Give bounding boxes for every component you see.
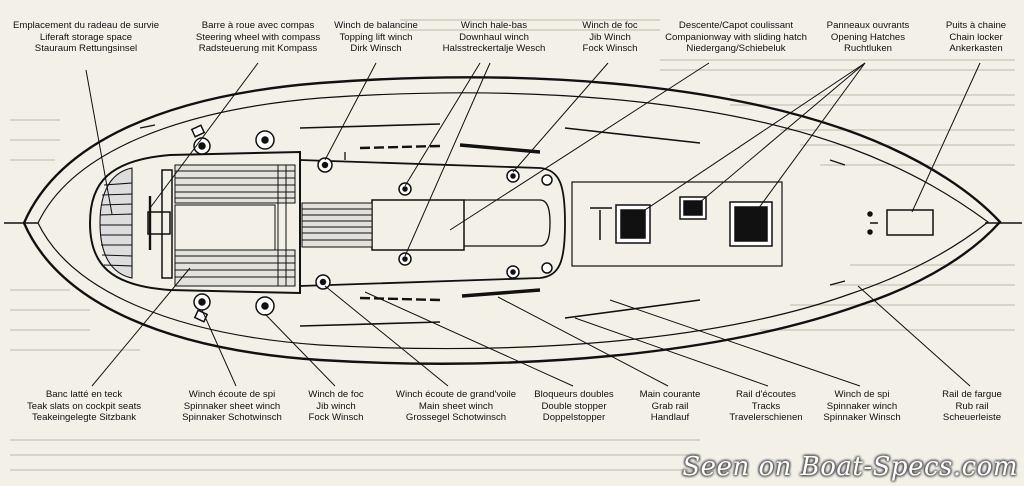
- label-text-de: Stauraum Rettungsinsel: [34, 43, 138, 54]
- label-jib-winch-top: Winch de foc Jib Winch Fock Winsch: [582, 20, 637, 55]
- downhaul-winch-2: [398, 252, 412, 266]
- companionway-hatch: [371, 199, 465, 251]
- label-text-fr: Panneaux ouvrants: [826, 20, 910, 31]
- label-text-fr: Barre à roue avec compas: [201, 20, 315, 31]
- label-steering-wheel: Barre à roue avec compas Steering wheel …: [196, 20, 320, 55]
- topping-lift-winch: [317, 157, 333, 173]
- label-text-fr: Winch hale-bas: [460, 20, 528, 31]
- label-text-en: Spinnaker winch: [826, 400, 898, 412]
- watermark: Seen on Boat-Specs.com: [682, 452, 1018, 482]
- rails-and-tracks: [139, 123, 846, 327]
- label-text-en: Tracks: [751, 400, 781, 412]
- label-text-fr: Winch écoute de spi: [188, 389, 276, 400]
- label-text-fr: Puits à chaine: [945, 20, 1007, 31]
- label-text-de: Dirk Winsch: [350, 43, 402, 54]
- label-text-de: Handlauf: [650, 412, 690, 423]
- label-text-de: Doppelstopper: [542, 412, 606, 423]
- companionway-slats: [301, 202, 373, 248]
- label-text-en: Spinnaker sheet winch: [183, 400, 281, 412]
- teak-slats-transom: [99, 167, 133, 279]
- label-text-de: Halsstreckertalje Wesch: [442, 43, 546, 54]
- chain-locker: [886, 209, 934, 236]
- cockpit: [88, 150, 301, 295]
- label-chain-locker: Puits à chaine Chain locker Ankerkasten: [946, 20, 1006, 55]
- background-text-texture: [10, 19, 1015, 471]
- steering-wheel-pedestal: [147, 211, 171, 235]
- label-opening-hatches: Panneaux ouvrants Opening Hatches Ruchtl…: [827, 20, 910, 55]
- label-text-de: Teakeingelegte Sitzbank: [31, 412, 136, 423]
- jib-winch-fwd-port: [506, 169, 520, 183]
- label-text-de: Grossegel Schotwinsch: [405, 412, 507, 423]
- spinnaker-sheet-winch-stbd: [193, 293, 211, 311]
- label-text-fr: Rail de fargue: [942, 389, 1002, 400]
- label-text-fr: Main courante: [639, 389, 701, 400]
- label-text-fr: Bloqueurs doubles: [534, 389, 614, 400]
- coachroof: [299, 152, 566, 287]
- label-text-de: Scheuerleiste: [942, 412, 1002, 423]
- label-text-en: Double stopper: [541, 400, 607, 412]
- label-text-en: Companionway with sliding hatch: [665, 31, 807, 43]
- label-text-en: Rub rail: [955, 400, 989, 412]
- label-text-de: Spinnaker Winsch: [823, 412, 901, 423]
- label-rub-rail: Rail de fargue Rub rail Scheuerleiste: [942, 389, 1002, 424]
- label-teak-slats: Banc latté en teck Teak slats on cockpit…: [27, 389, 141, 424]
- label-text-en: Opening Hatches: [830, 31, 906, 43]
- label-text-en: Main sheet winch: [418, 400, 494, 412]
- label-text-fr: Emplacement du radeau de survie: [12, 20, 160, 31]
- label-text-fr: Winch de foc: [308, 389, 364, 400]
- hull: [4, 76, 1022, 365]
- label-text-en: Steering wheel with compass: [195, 31, 321, 43]
- label-text-fr: Rail d'écoutes: [736, 389, 796, 400]
- label-text-fr: Descente/Capot coulissant: [678, 20, 794, 31]
- label-text-de: Ruchtluken: [843, 43, 892, 54]
- label-jib-winch-bottom: Winch de foc Jib winch Fock Winsch: [308, 389, 363, 424]
- label-text-de: Niedergang/Schiebeluk: [686, 43, 786, 54]
- hull-outline: [22, 76, 1002, 365]
- downhaul-winch-1: [398, 182, 412, 196]
- label-liferaft-storage: Emplacement du radeau de survie Liferaft…: [13, 20, 159, 55]
- label-text-fr: Winch écoute de grand'voile: [395, 389, 517, 400]
- jib-winch-stbd: [255, 296, 275, 316]
- opening-hatches: [571, 181, 783, 267]
- label-double-stopper: Bloqueurs doubles Double stopper Doppels…: [534, 389, 613, 424]
- label-text-de: Ankerkasten: [949, 43, 1003, 54]
- label-text-en: Jib Winch: [589, 31, 631, 43]
- label-tracks: Rail d'écoutes Tracks Travelerschienen: [729, 389, 802, 424]
- label-spinnaker-winch: Winch de spi Spinnaker winch Spinnaker W…: [823, 389, 900, 424]
- label-text-en: Chain locker: [949, 31, 1003, 43]
- mainsheet-winch: [315, 274, 331, 290]
- label-text-en: Liferaft storage space: [39, 31, 133, 43]
- label-text-de: Fock Winsch: [308, 412, 364, 423]
- label-main-sheet-winch: Winch écoute de grand'voile Main sheet w…: [396, 389, 516, 424]
- teak-slats-seats: [174, 164, 296, 287]
- label-downhaul-winch: Winch hale-bas Downhaul winch Halsstreck…: [443, 20, 546, 55]
- label-text-fr: Winch de foc: [582, 20, 638, 31]
- deck-edge: [37, 92, 989, 350]
- label-text-en: Teak slats on cockpit seats: [26, 400, 142, 412]
- label-text-fr: Winch de balancine: [334, 20, 418, 31]
- jib-winch-fwd-stbd: [506, 265, 520, 279]
- leader-lines: [85, 62, 981, 387]
- label-text-en: Grab rail: [651, 400, 689, 412]
- label-text-de: Travelerschienen: [729, 412, 803, 423]
- label-spinnaker-sheet-winch: Winch écoute de spi Spinnaker sheet winc…: [182, 389, 282, 424]
- label-text-de: Radsteuerung mit Kompass: [198, 43, 318, 54]
- label-text-de: Fock Winsch: [582, 43, 638, 54]
- label-text-en: Downhaul winch: [459, 31, 529, 43]
- jib-winch-port: [255, 130, 275, 150]
- label-text-fr: Banc latté en teck: [45, 389, 123, 400]
- label-text-de: Spinnaker Schotwinsch: [182, 412, 282, 423]
- label-topping-lift-winch: Winch de balancine Topping lift winch Di…: [334, 20, 418, 55]
- label-grab-rail: Main courante Grab rail Handlauf: [640, 389, 701, 424]
- label-companionway: Descente/Capot coulissant Companionway w…: [665, 20, 807, 55]
- label-text-en: Topping lift winch: [339, 31, 413, 43]
- label-text-fr: Winch de spi: [834, 389, 890, 400]
- label-text-en: Jib winch: [316, 400, 356, 412]
